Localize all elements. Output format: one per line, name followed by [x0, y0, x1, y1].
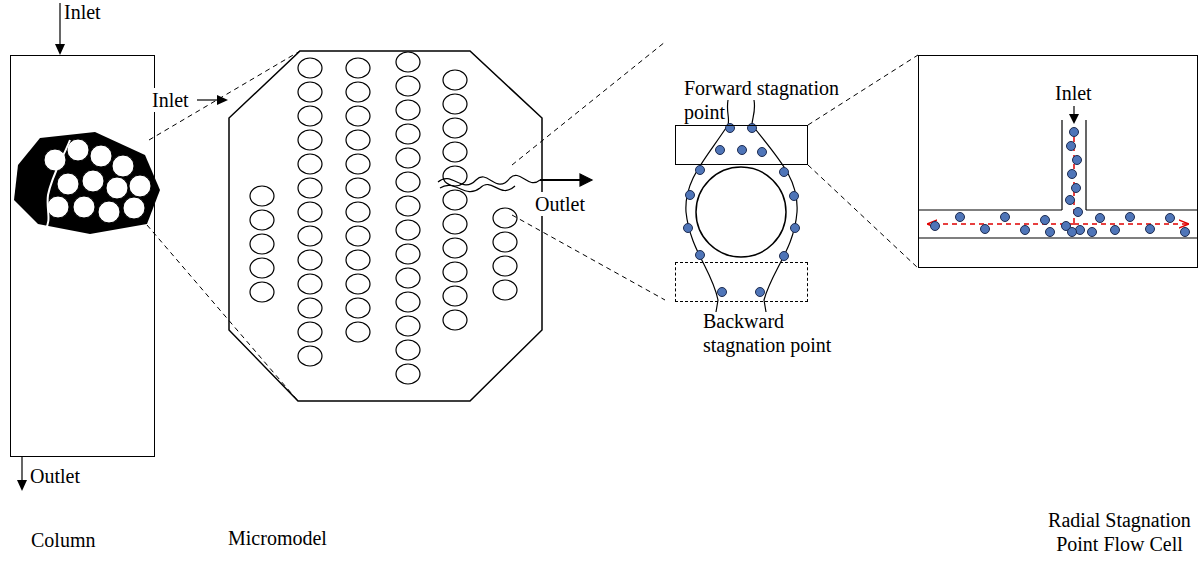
node-label: Radial Stagnation Point Flow Cell — [1042, 508, 1197, 556]
octagon-outline — [228, 50, 543, 402]
collector-grain — [684, 100, 800, 312]
zoom-lines — [512, 42, 665, 300]
micromodel-outline: Micromodel — [228, 50, 543, 402]
column-flow-arrows — [17, 3, 65, 491]
outlet-label: Outlet — [30, 464, 80, 488]
zoom-connector — [147, 51, 300, 401]
outlet-label: Outlet — [533, 192, 587, 216]
grain-grid — [250, 52, 517, 384]
node-label: Forward stagnation point — [684, 76, 849, 124]
packed-bed-blob — [14, 132, 160, 234]
inlet-label: Inlet — [64, 0, 101, 24]
deposited-particles — [931, 128, 1190, 237]
node-label: Backward stagnation point — [703, 309, 868, 357]
flow-cell-box: InletRadial Stagnation Point Flow Cell — [918, 55, 1198, 268]
node-label: Column — [31, 528, 95, 552]
flow-cell-channel — [918, 106, 1198, 238]
node-label: Micromodel — [228, 526, 327, 550]
flow-streamlines — [928, 128, 1188, 224]
forward-stagnation-box: Forward stagnation point — [675, 125, 808, 165]
node-label: Inlet — [1055, 81, 1092, 105]
backward-stagnation-box: Backward stagnation point — [675, 262, 808, 302]
inlet-label: Inlet — [150, 88, 191, 112]
micromodel-inlet-arrow — [197, 95, 228, 105]
column-box: Column — [10, 55, 155, 457]
micromodel-flow-path — [438, 174, 592, 192]
